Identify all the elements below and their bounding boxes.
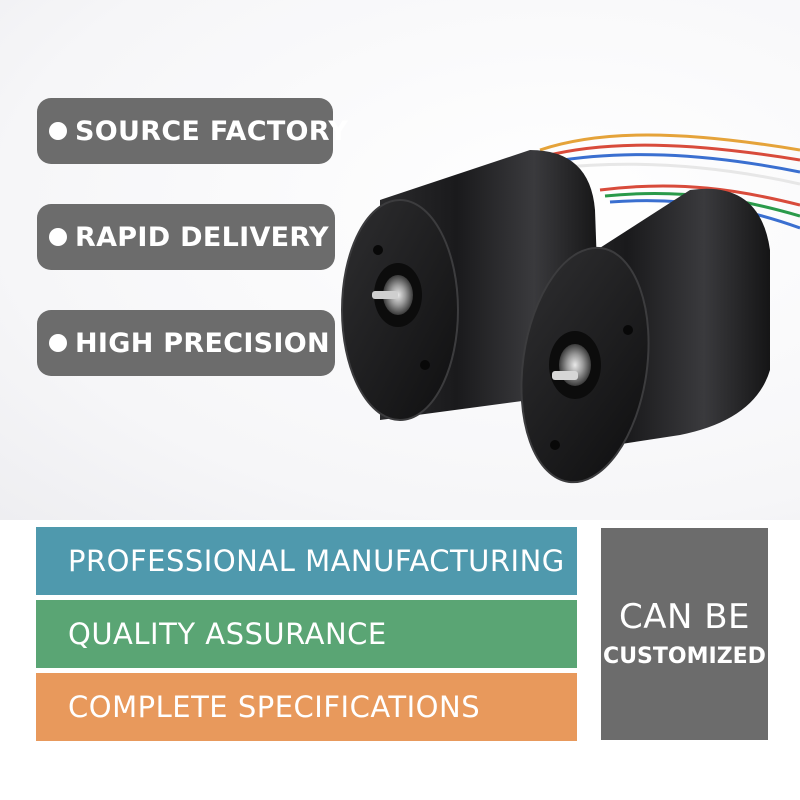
- band-professional-manufacturing: PROFESSIONAL MANUFACTURING: [36, 527, 577, 595]
- feature-label: HIGH PRECISION: [75, 327, 330, 359]
- feature-pill-high-precision: HIGH PRECISION: [37, 310, 335, 376]
- band-label: QUALITY ASSURANCE: [68, 617, 387, 651]
- motor-right: [520, 188, 770, 484]
- customizable-badge: CAN BE CUSTOMIZED: [601, 528, 768, 740]
- band-label: PROFESSIONAL MANUFACTURING: [68, 544, 565, 578]
- band-complete-specifications: COMPLETE SPECIFICATIONS: [36, 673, 577, 741]
- bullet-dot-icon: [49, 228, 67, 246]
- bullet-dot-icon: [49, 122, 67, 140]
- feature-pill-rapid-delivery: RAPID DELIVERY: [37, 204, 335, 270]
- band-label: COMPLETE SPECIFICATIONS: [68, 690, 481, 724]
- customizable-line-2: CUSTOMIZED: [603, 643, 766, 669]
- customizable-line-1: CAN BE: [618, 597, 751, 638]
- feature-pill-source-factory: SOURCE FACTORY: [37, 98, 348, 164]
- feature-label: RAPID DELIVERY: [75, 221, 329, 253]
- motor-pair-image: [341, 133, 800, 484]
- bullet-dot-icon: [49, 334, 67, 352]
- band-quality-assurance: QUALITY ASSURANCE: [36, 600, 577, 668]
- feature-label: SOURCE FACTORY: [75, 115, 349, 147]
